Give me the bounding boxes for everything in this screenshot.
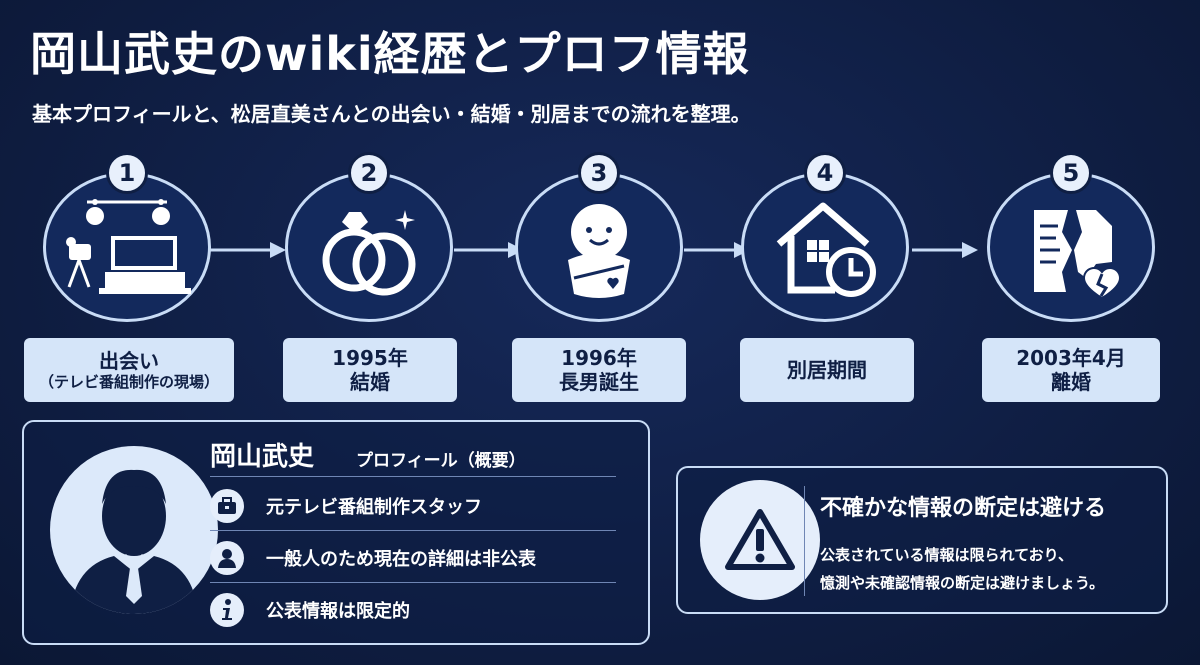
step-icon-circle bbox=[741, 172, 909, 322]
step-label-main: 別居期間 bbox=[787, 358, 867, 382]
divider bbox=[804, 486, 805, 596]
step-label-3: 1996年 長男誕生 bbox=[512, 338, 686, 402]
briefcase-icon bbox=[210, 489, 244, 523]
warning-title: 不確かな情報の断定は避ける bbox=[820, 496, 1107, 521]
page-subtitle: 基本プロフィールと、松居直美さんとの出会い・結婚・別居までの流れを整理。 bbox=[32, 102, 751, 126]
profile-card: 岡山武史 プロフィール（概要） 元テレビ番組制作スタッフ 一般人のため現在の詳細… bbox=[22, 420, 650, 645]
info-icon bbox=[210, 593, 244, 627]
step-number-badge: 2 bbox=[348, 152, 390, 194]
step-icon-circle bbox=[285, 172, 453, 322]
step-number-badge: 5 bbox=[1050, 152, 1092, 194]
step-label-main: 1995年 bbox=[332, 346, 408, 370]
step-icon-circle bbox=[43, 172, 211, 322]
warning-text: 公表されている情報は限られており、 bbox=[820, 546, 1074, 564]
timeline-step-4: 4 bbox=[730, 152, 920, 322]
warning-icon-circle bbox=[700, 480, 820, 600]
profile-name: 岡山武史 bbox=[210, 442, 315, 472]
step-icon-circle bbox=[987, 172, 1155, 322]
step-icon-circle bbox=[515, 172, 683, 322]
divider bbox=[210, 530, 616, 531]
avatar bbox=[50, 446, 218, 614]
step-label-sub: （テレビ番組制作の現場） bbox=[38, 373, 219, 391]
step-number-badge: 4 bbox=[804, 152, 846, 194]
page-title: 岡山武史のwiki経歴とプロフ情報 bbox=[30, 27, 750, 81]
timeline-step-3: 3 bbox=[504, 152, 694, 322]
house-clock-icon bbox=[776, 202, 876, 297]
tv-studio-icon bbox=[66, 199, 191, 294]
divider bbox=[210, 476, 616, 477]
baby-icon bbox=[568, 204, 630, 298]
wedding-rings-icon bbox=[322, 210, 416, 296]
profile-info-text: 一般人のため現在の詳細は非公表 bbox=[266, 549, 536, 570]
step-label-main: 1996年 bbox=[561, 346, 637, 370]
profile-info-row: 公表情報は限定的 bbox=[210, 588, 620, 632]
warning-card: 不確かな情報の断定は避ける 公表されている情報は限られており、 憶測や未確認情報… bbox=[676, 466, 1168, 614]
step-label-main: 出会い bbox=[99, 349, 159, 373]
timeline-step-1: 1 bbox=[32, 152, 222, 322]
step-label-2: 1995年 結婚 bbox=[283, 338, 457, 402]
person-icon bbox=[210, 541, 244, 575]
arrow-right-icon bbox=[210, 242, 286, 258]
profile-info-text: 元テレビ番組制作スタッフ bbox=[266, 497, 482, 518]
step-label-sub: 長男誕生 bbox=[559, 370, 639, 394]
step-number-badge: 3 bbox=[578, 152, 620, 194]
arrow-right-icon bbox=[912, 242, 978, 258]
step-label-sub: 結婚 bbox=[350, 370, 390, 394]
step-label-main: 2003年4月 bbox=[1016, 346, 1126, 370]
warning-text: 憶測や未確認情報の断定は避けましょう。 bbox=[820, 574, 1105, 592]
profile-info-text: 公表情報は限定的 bbox=[266, 601, 410, 622]
warning-triangle-icon bbox=[725, 509, 795, 570]
step-label-4: 別居期間 bbox=[740, 338, 914, 402]
businessman-avatar-icon bbox=[70, 469, 198, 614]
divider bbox=[210, 582, 616, 583]
step-label-5: 2003年4月 離婚 bbox=[982, 338, 1160, 402]
step-number-badge: 1 bbox=[106, 152, 148, 194]
timeline-step-5: 5 bbox=[976, 152, 1166, 322]
timeline-step-2: 2 bbox=[274, 152, 464, 322]
profile-info-row: 一般人のため現在の詳細は非公表 bbox=[210, 536, 620, 580]
profile-info-row: 元テレビ番組制作スタッフ bbox=[210, 484, 620, 528]
step-label-1: 出会い （テレビ番組制作の現場） bbox=[24, 338, 234, 402]
profile-tag: プロフィール（概要） bbox=[356, 451, 526, 471]
step-label-sub: 離婚 bbox=[1051, 370, 1091, 394]
torn-document-broken-heart-icon bbox=[1034, 210, 1122, 300]
